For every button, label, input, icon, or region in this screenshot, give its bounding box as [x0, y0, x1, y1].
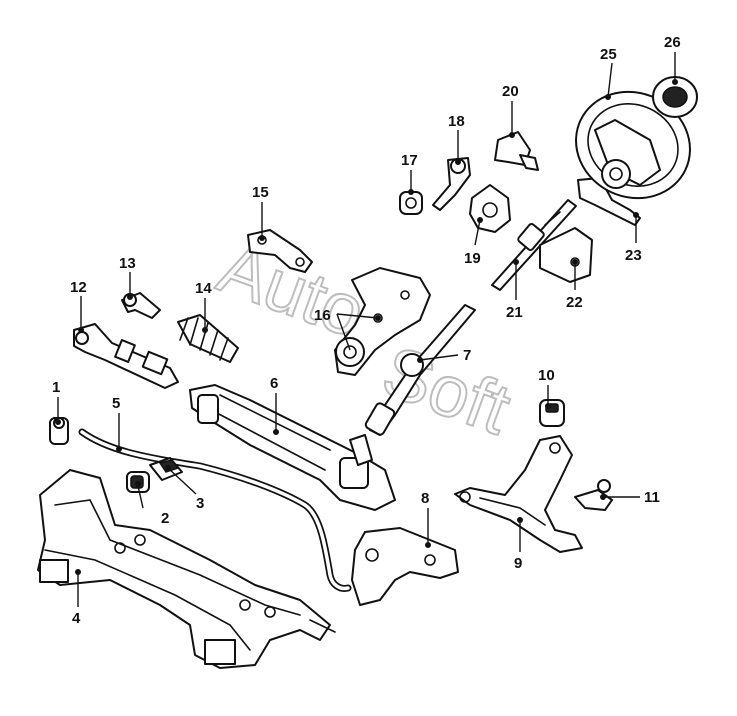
part-lever-18 — [432, 157, 471, 211]
callout-25: 25 — [600, 46, 617, 63]
callout-12: 12 — [70, 279, 87, 296]
callout-3: 3 — [196, 495, 204, 512]
part-steering-wheel — [575, 90, 691, 200]
callout-22: 22 — [566, 294, 583, 311]
callout-15: 15 — [252, 184, 269, 201]
part-tie-rod — [73, 323, 179, 389]
part-bushing-10 — [539, 399, 565, 427]
callout-14: 14 — [195, 280, 212, 297]
callout-20: 20 — [502, 83, 519, 100]
part-column-support — [539, 227, 593, 283]
callout-8: 8 — [421, 490, 429, 507]
part-intermediate-shaft — [364, 304, 476, 436]
callout-11: 11 — [644, 489, 660, 506]
part-horn-pad — [652, 76, 698, 118]
part-stabilizer-bar — [78, 428, 352, 592]
callout-17: 17 — [401, 152, 418, 169]
part-boot — [177, 314, 239, 363]
part-knuckle — [351, 527, 459, 606]
callout-19: 19 — [464, 250, 481, 267]
part-bush-17 — [399, 191, 423, 215]
part-bracket-15 — [247, 229, 313, 273]
callout-9: 9 — [514, 555, 522, 572]
part-control-arm — [454, 435, 583, 553]
part-subframe — [37, 469, 336, 669]
callout-6: 6 — [270, 375, 278, 392]
callout-2: 2 — [161, 510, 169, 527]
callout-7: 7 — [463, 347, 471, 364]
callout-10: 10 — [538, 367, 555, 384]
callout-18: 18 — [448, 113, 465, 130]
callout-1: 1 — [52, 379, 60, 396]
part-steering-shaft — [491, 199, 577, 291]
callout-16: 16 — [314, 307, 331, 324]
callout-13: 13 — [119, 255, 136, 272]
part-ball-joint — [574, 479, 613, 511]
callout-5: 5 — [112, 395, 120, 412]
callout-labels: 1 2 3 4 5 6 7 8 9 10 11 12 13 14 15 16 1… — [52, 34, 681, 627]
callout-23: 23 — [625, 247, 642, 264]
leader-lines — [57, 52, 676, 607]
part-lock-housing — [469, 184, 511, 233]
callout-21: 21 — [506, 304, 523, 321]
part-steering-rack — [189, 384, 396, 511]
callout-26: 26 — [664, 34, 681, 51]
part-switch-20 — [494, 131, 539, 171]
leader-dots — [55, 79, 678, 575]
part-column-bracket — [334, 267, 431, 376]
callout-4: 4 — [72, 610, 81, 627]
